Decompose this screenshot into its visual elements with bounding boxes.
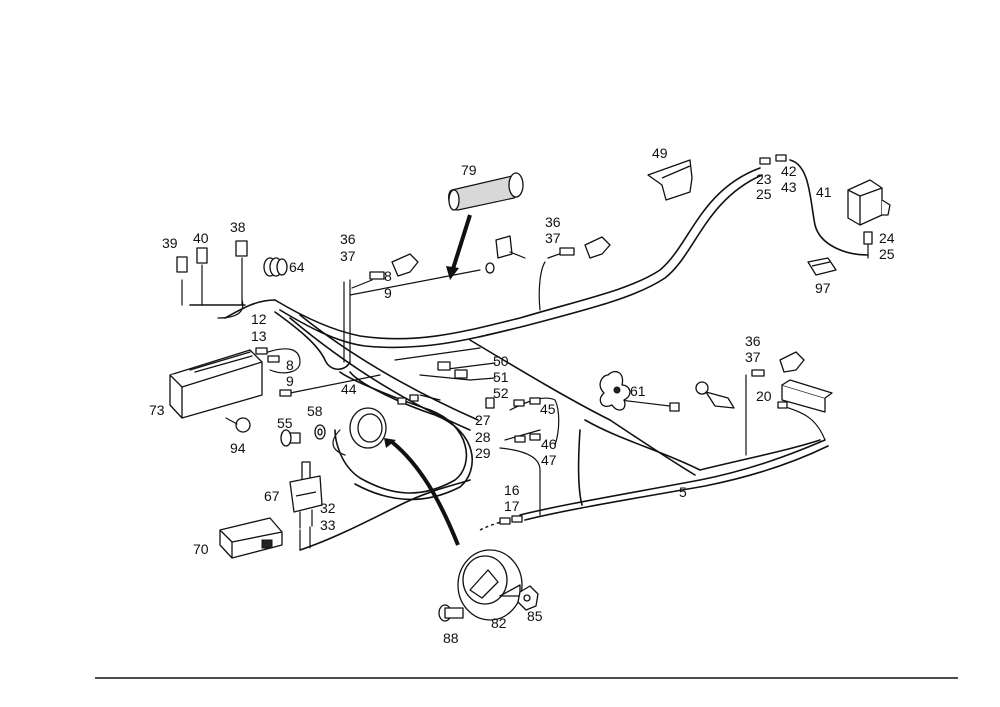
part-20-bar [777, 379, 833, 413]
label-47: 47 [541, 452, 557, 468]
label-8-lower: 8 [286, 357, 294, 373]
label-94: 94 [230, 440, 246, 456]
label-82: 82 [491, 615, 507, 631]
label-61: 61 [630, 383, 646, 399]
label-29: 29 [475, 445, 491, 461]
label-43: 43 [781, 179, 797, 195]
label-25b: 25 [879, 246, 895, 262]
label-27: 27 [475, 412, 491, 428]
part-49-bracket [647, 159, 693, 201]
connector-16-17 [499, 515, 523, 525]
label-16: 16 [504, 482, 520, 498]
leader-arrows [384, 214, 472, 546]
label-8: 8 [384, 268, 392, 284]
label-64: 64 [289, 259, 305, 275]
part-85-nut [517, 585, 539, 611]
part-61-fan [599, 371, 631, 411]
part-58-washer [314, 424, 326, 440]
label-37-center: 37 [545, 230, 561, 246]
label-36: 36 [340, 231, 356, 247]
label-70: 70 [193, 541, 209, 557]
label-5: 5 [679, 484, 687, 500]
part-73-control-module [169, 349, 263, 419]
part-67-switch [289, 461, 323, 529]
label-73: 73 [149, 402, 165, 418]
label-36-center: 36 [545, 214, 561, 230]
fuses-39-40-38 [176, 240, 248, 273]
label-9: 9 [384, 285, 392, 301]
connector-27-29 [514, 433, 541, 443]
connector-23-42 [759, 154, 787, 165]
label-42: 42 [781, 163, 797, 179]
connector-50-51 [437, 361, 468, 379]
part-94-screw [225, 417, 251, 433]
label-85: 85 [527, 608, 543, 624]
part-44-gauge [349, 394, 419, 449]
connector-36-37-left [369, 253, 419, 280]
label-23: 23 [756, 171, 772, 187]
part-bracket-mid [485, 235, 526, 274]
part-79-cylinder [448, 172, 524, 211]
label-79: 79 [461, 162, 477, 178]
label-13: 13 [251, 328, 267, 344]
label-24: 24 [879, 230, 895, 246]
connector-52-45 [485, 397, 541, 409]
label-44: 44 [341, 381, 357, 397]
connector-12-13 [255, 347, 280, 363]
connector-36-37-right [751, 351, 805, 377]
part-small-plug [669, 402, 680, 412]
label-37: 37 [340, 248, 356, 264]
label-45: 45 [540, 401, 556, 417]
part-key-switch [695, 381, 735, 409]
label-9-lower: 9 [286, 373, 294, 389]
label-17: 17 [504, 498, 520, 514]
part-88-bolt [438, 604, 464, 622]
label-52: 52 [493, 385, 509, 401]
main-harness [181, 159, 869, 551]
label-39: 39 [162, 235, 178, 251]
label-50: 50 [493, 353, 509, 369]
label-41: 41 [816, 184, 832, 200]
callout-labels: 79 49 23 25 42 43 41 24 25 97 36 37 36 3… [149, 145, 895, 646]
label-51: 51 [493, 369, 509, 385]
part-82-horn [457, 549, 523, 621]
part-70-box [219, 517, 283, 559]
part-55-bolt [280, 429, 301, 447]
label-58: 58 [307, 403, 323, 419]
connector-36-37-center [559, 236, 611, 259]
label-37-right: 37 [745, 349, 761, 365]
part-24-plug [863, 231, 873, 245]
connector-8-9 [279, 389, 292, 397]
label-12: 12 [251, 311, 267, 327]
label-46: 46 [541, 436, 557, 452]
label-55: 55 [277, 415, 293, 431]
label-32: 32 [320, 500, 336, 516]
label-40: 40 [193, 230, 209, 246]
label-36-right: 36 [745, 333, 761, 349]
label-28: 28 [475, 429, 491, 445]
label-25: 25 [756, 186, 772, 202]
label-38: 38 [230, 219, 246, 235]
label-33: 33 [320, 517, 336, 533]
label-49: 49 [652, 145, 668, 161]
label-88: 88 [443, 630, 459, 646]
label-20: 20 [756, 388, 772, 404]
part-41-relay [847, 179, 891, 226]
label-67: 67 [264, 488, 280, 504]
part-97-clip [807, 257, 837, 276]
label-97: 97 [815, 280, 831, 296]
part-64-grommet [263, 257, 288, 277]
